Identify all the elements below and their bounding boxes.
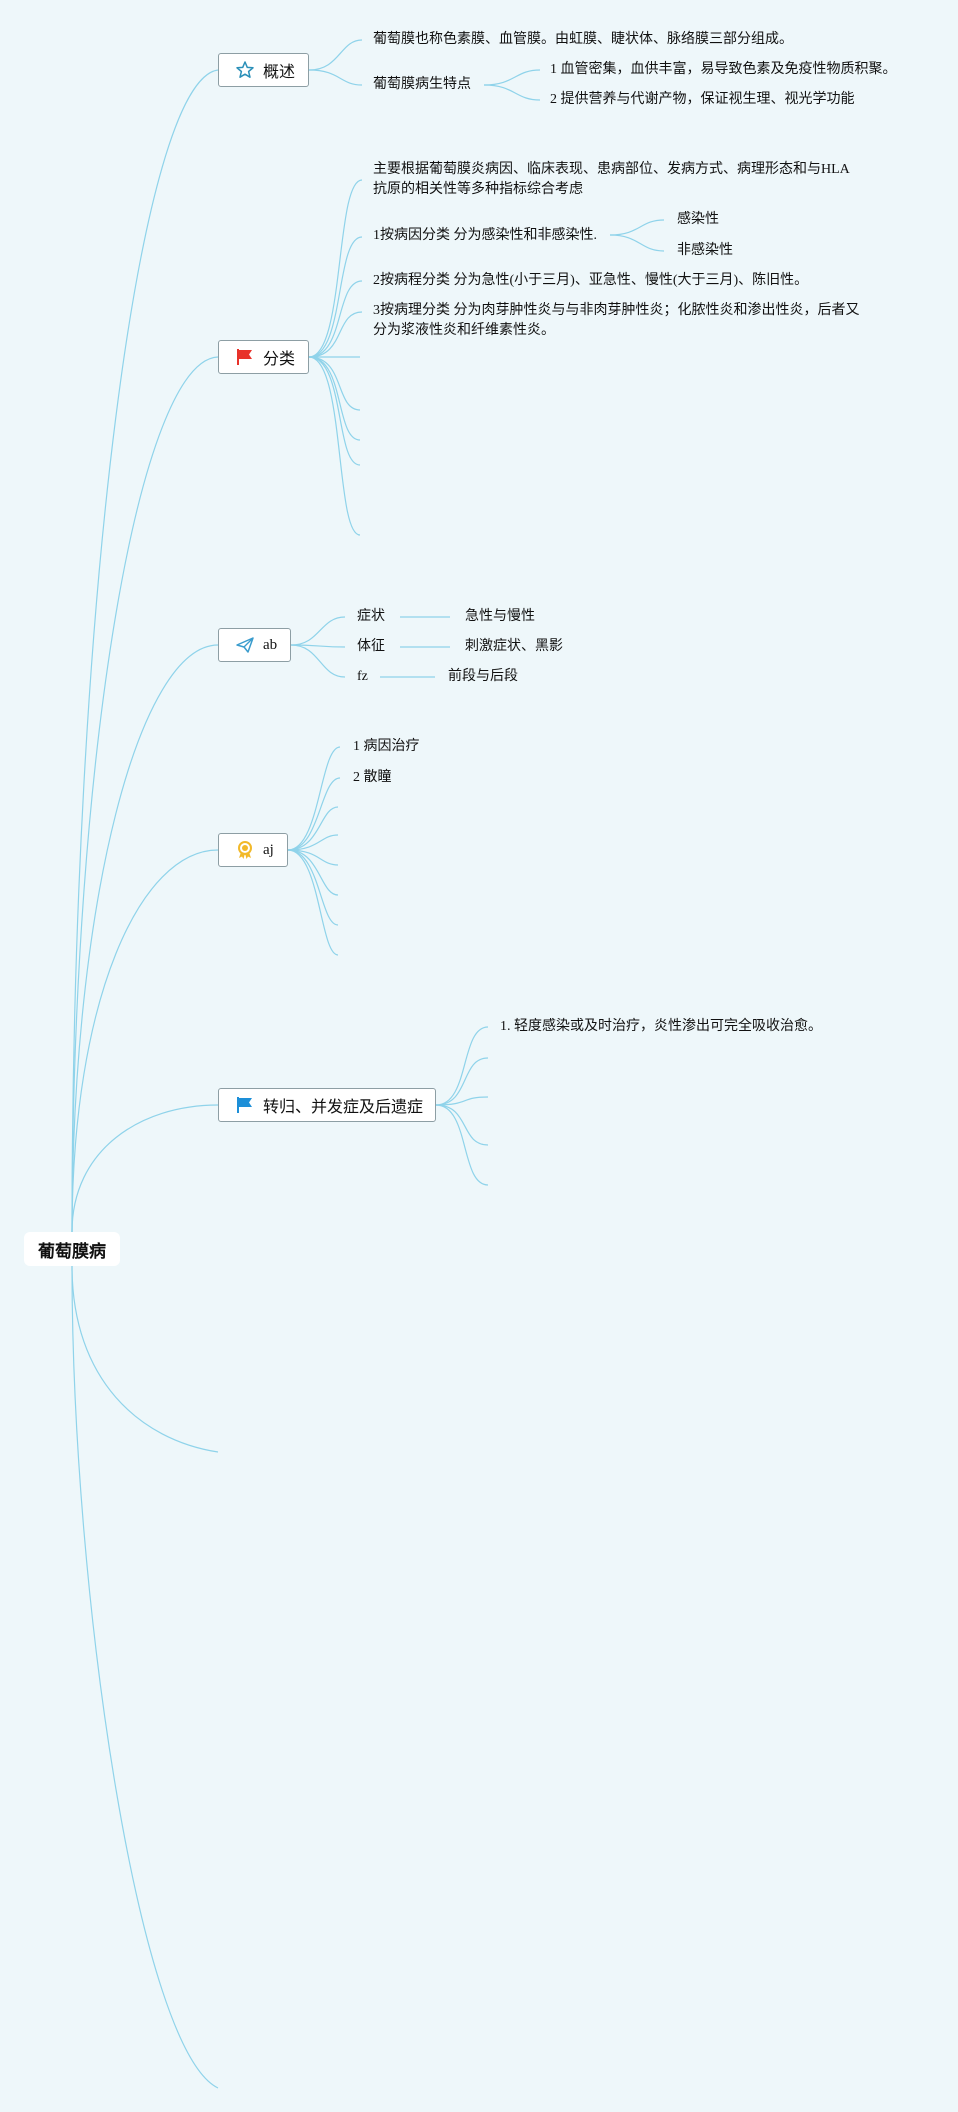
node-ab-label: ab: [263, 636, 278, 653]
node-classification[interactable]: 分类: [218, 340, 309, 374]
node-aj[interactable]: aj: [218, 833, 288, 867]
red-flag-icon: [235, 347, 255, 367]
ab-row-3-key: fz: [357, 669, 368, 684]
aj-item-1: 1 病因治疗: [353, 739, 420, 754]
award-badge-icon: [235, 840, 255, 860]
node-prognosis-label: 转归、并发症及后遗症: [263, 1099, 424, 1116]
ab-row-2-value: 刺激症状、黑影: [465, 639, 563, 654]
overview-definition: 葡萄膜也称色素膜、血管膜。由虹膜、睫状体、脉络膜三部分组成。: [373, 32, 793, 47]
aj-item-2: 2 散瞳: [353, 770, 392, 785]
classification-intro: 主要根据葡萄膜炎病因、临床表现、患病部位、发病方式、病理形态和与HLA抗原的相关…: [373, 162, 850, 197]
node-classification-label: 分类: [263, 351, 296, 368]
paper-plane-icon: [235, 635, 255, 655]
root-node[interactable]: 葡萄膜病: [24, 1232, 120, 1266]
cause-type-infectious: 感染性: [677, 212, 719, 227]
overview-feature-2: 2 提供营养与代谢产物，保证视生理、视光学功能: [550, 92, 855, 107]
classification-by-pathology: 3按病理分类 分为肉芽肿性炎与与非肉芽肿性炎；化脓性炎和渗出性炎，后者又分为浆液…: [373, 303, 860, 338]
node-overview-label: 概述: [263, 64, 296, 81]
node-overview[interactable]: 概述: [218, 53, 309, 87]
ab-row-1-key: 症状: [357, 609, 385, 624]
overview-features-label: 葡萄膜病生特点: [373, 77, 471, 92]
root-node-label: 葡萄膜病: [38, 1241, 106, 1261]
ab-row-1-value: 急性与慢性: [465, 609, 535, 624]
overview-feature-1: 1 血管密集，血供丰富，易导致色素及免疫性物质积聚。: [550, 62, 897, 77]
node-aj-label: aj: [263, 841, 274, 858]
prognosis-item-1: 1. 轻度感染或及时治疗，炎性渗出可完全吸收治愈。: [500, 1019, 822, 1034]
ab-row-2-key: 体征: [357, 639, 385, 654]
blue-flag-icon: [235, 1095, 255, 1115]
star-icon: [235, 60, 255, 80]
cause-type-noninfectious: 非感染性: [677, 243, 733, 258]
classification-by-course: 2按病程分类 分为急性(小于三月)、亚急性、慢性(大于三月)、陈旧性。: [373, 273, 809, 288]
node-ab[interactable]: ab: [218, 628, 291, 662]
node-prognosis[interactable]: 转归、并发症及后遗症: [218, 1088, 436, 1122]
ab-row-3-value: 前段与后段: [448, 669, 518, 684]
classification-by-cause: 1按病因分类 分为感染性和非感染性.: [373, 228, 597, 243]
